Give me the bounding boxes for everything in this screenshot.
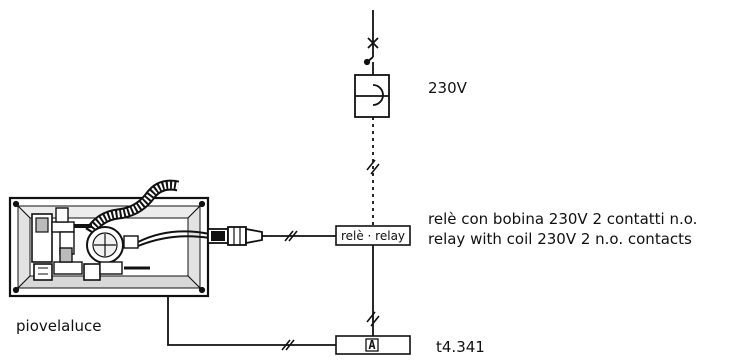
cable-tick-connector [284, 230, 298, 242]
relay-box: relè · relay [335, 225, 411, 246]
controller-model-label: t4.341 [436, 338, 485, 356]
relay-description-it: relè con bobina 230V 2 contatti n.o. [428, 210, 697, 228]
controller-box-label: A [368, 338, 376, 352]
breaker-symbol [354, 62, 390, 118]
cable-tick-supply [366, 159, 380, 175]
device-to-controller-line [167, 282, 336, 346]
device-drawing [8, 179, 211, 298]
cable-connector [207, 226, 266, 246]
controller-box: A [335, 335, 411, 355]
supply-line [363, 10, 379, 66]
cable-tick-device [281, 339, 295, 351]
relay-description-en: relay with coil 230V 2 n.o. contacts [428, 230, 692, 248]
supply-voltage-label: 230V [428, 79, 468, 97]
cable-tick-relay [366, 311, 380, 327]
device-label: piovelaluce [16, 317, 101, 335]
relay-box-label: relè · relay [341, 229, 405, 243]
